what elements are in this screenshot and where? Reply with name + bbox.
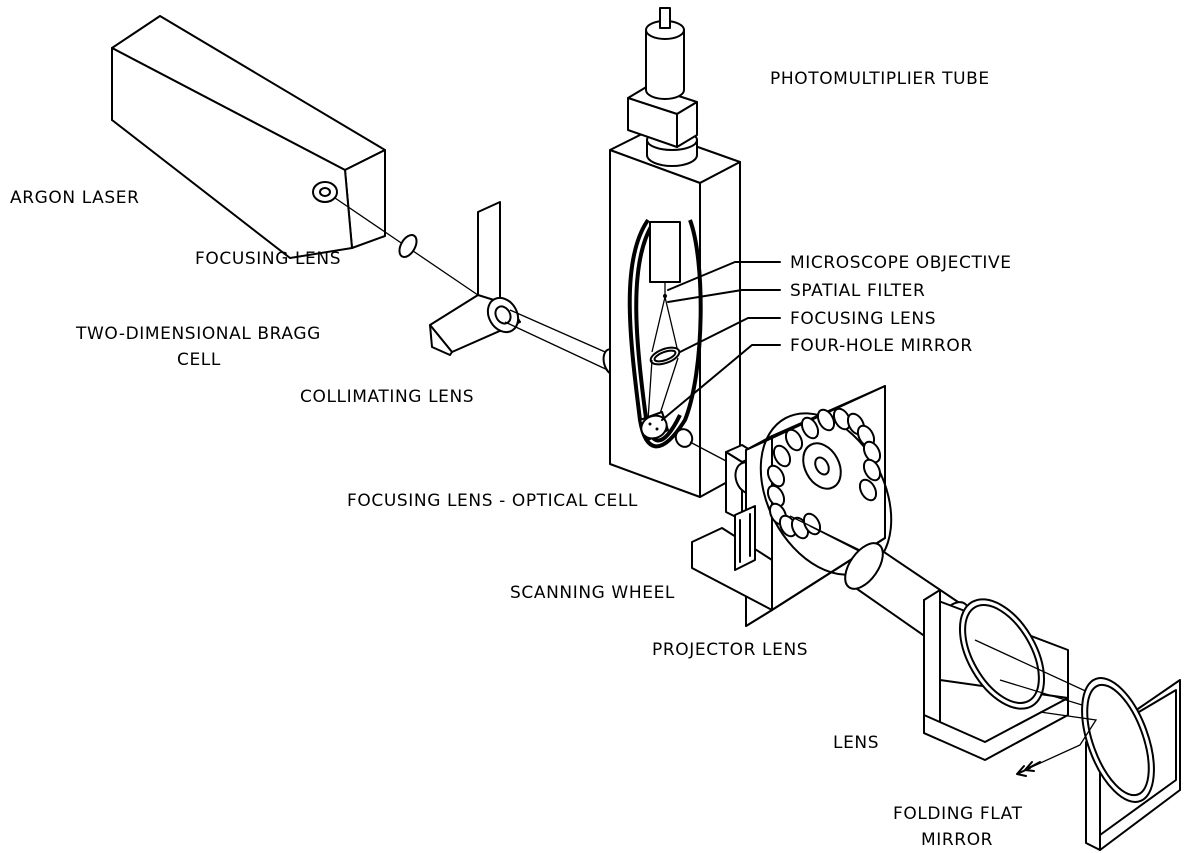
label-focusing-lens-2: FOCUSING LENS bbox=[790, 309, 936, 329]
focusing-lens-1-icon bbox=[398, 234, 418, 258]
folding-flat-mirror bbox=[1016, 677, 1181, 851]
label-focusing-lens-optical-cell: FOCUSING LENS - OPTICAL CELL bbox=[347, 491, 638, 511]
label-projector-lens: PROJECTOR LENS bbox=[652, 640, 808, 660]
label-argon-laser: ARGON LASER bbox=[10, 188, 140, 208]
lens-holder bbox=[923, 589, 1069, 761]
bragg-cell bbox=[429, 201, 521, 356]
label-folding-flat-line2: MIRROR bbox=[921, 830, 993, 850]
label-bragg-cell-line1: TWO-DIMENSIONAL BRAGG bbox=[75, 324, 321, 344]
label-microscope-objective: MICROSCOPE OBJECTIVE bbox=[790, 253, 1012, 273]
argon-laser bbox=[111, 15, 386, 259]
label-focusing-lens-1: FOCUSING LENS bbox=[195, 249, 341, 269]
label-bragg-cell-line2: CELL bbox=[177, 350, 221, 370]
label-collimating-lens: COLLIMATING LENS bbox=[300, 387, 474, 407]
laser-aperture-icon bbox=[312, 181, 338, 203]
label-lens: LENS bbox=[833, 733, 879, 753]
label-photomultiplier-tube: PHOTOMULTIPLIER TUBE bbox=[770, 69, 990, 89]
scanning-wheel bbox=[691, 385, 893, 627]
label-spatial-filter: SPATIAL FILTER bbox=[790, 281, 925, 301]
label-four-hole-mirror: FOUR-HOLE MIRROR bbox=[790, 336, 973, 356]
label-scanning-wheel: SCANNING WHEEL bbox=[510, 583, 675, 603]
scanning-wheel-holes bbox=[766, 407, 882, 540]
leader-lines bbox=[661, 261, 781, 421]
photomultiplier-tower bbox=[609, 7, 741, 498]
label-folding-flat-line1: FOLDING FLAT bbox=[893, 804, 1023, 824]
